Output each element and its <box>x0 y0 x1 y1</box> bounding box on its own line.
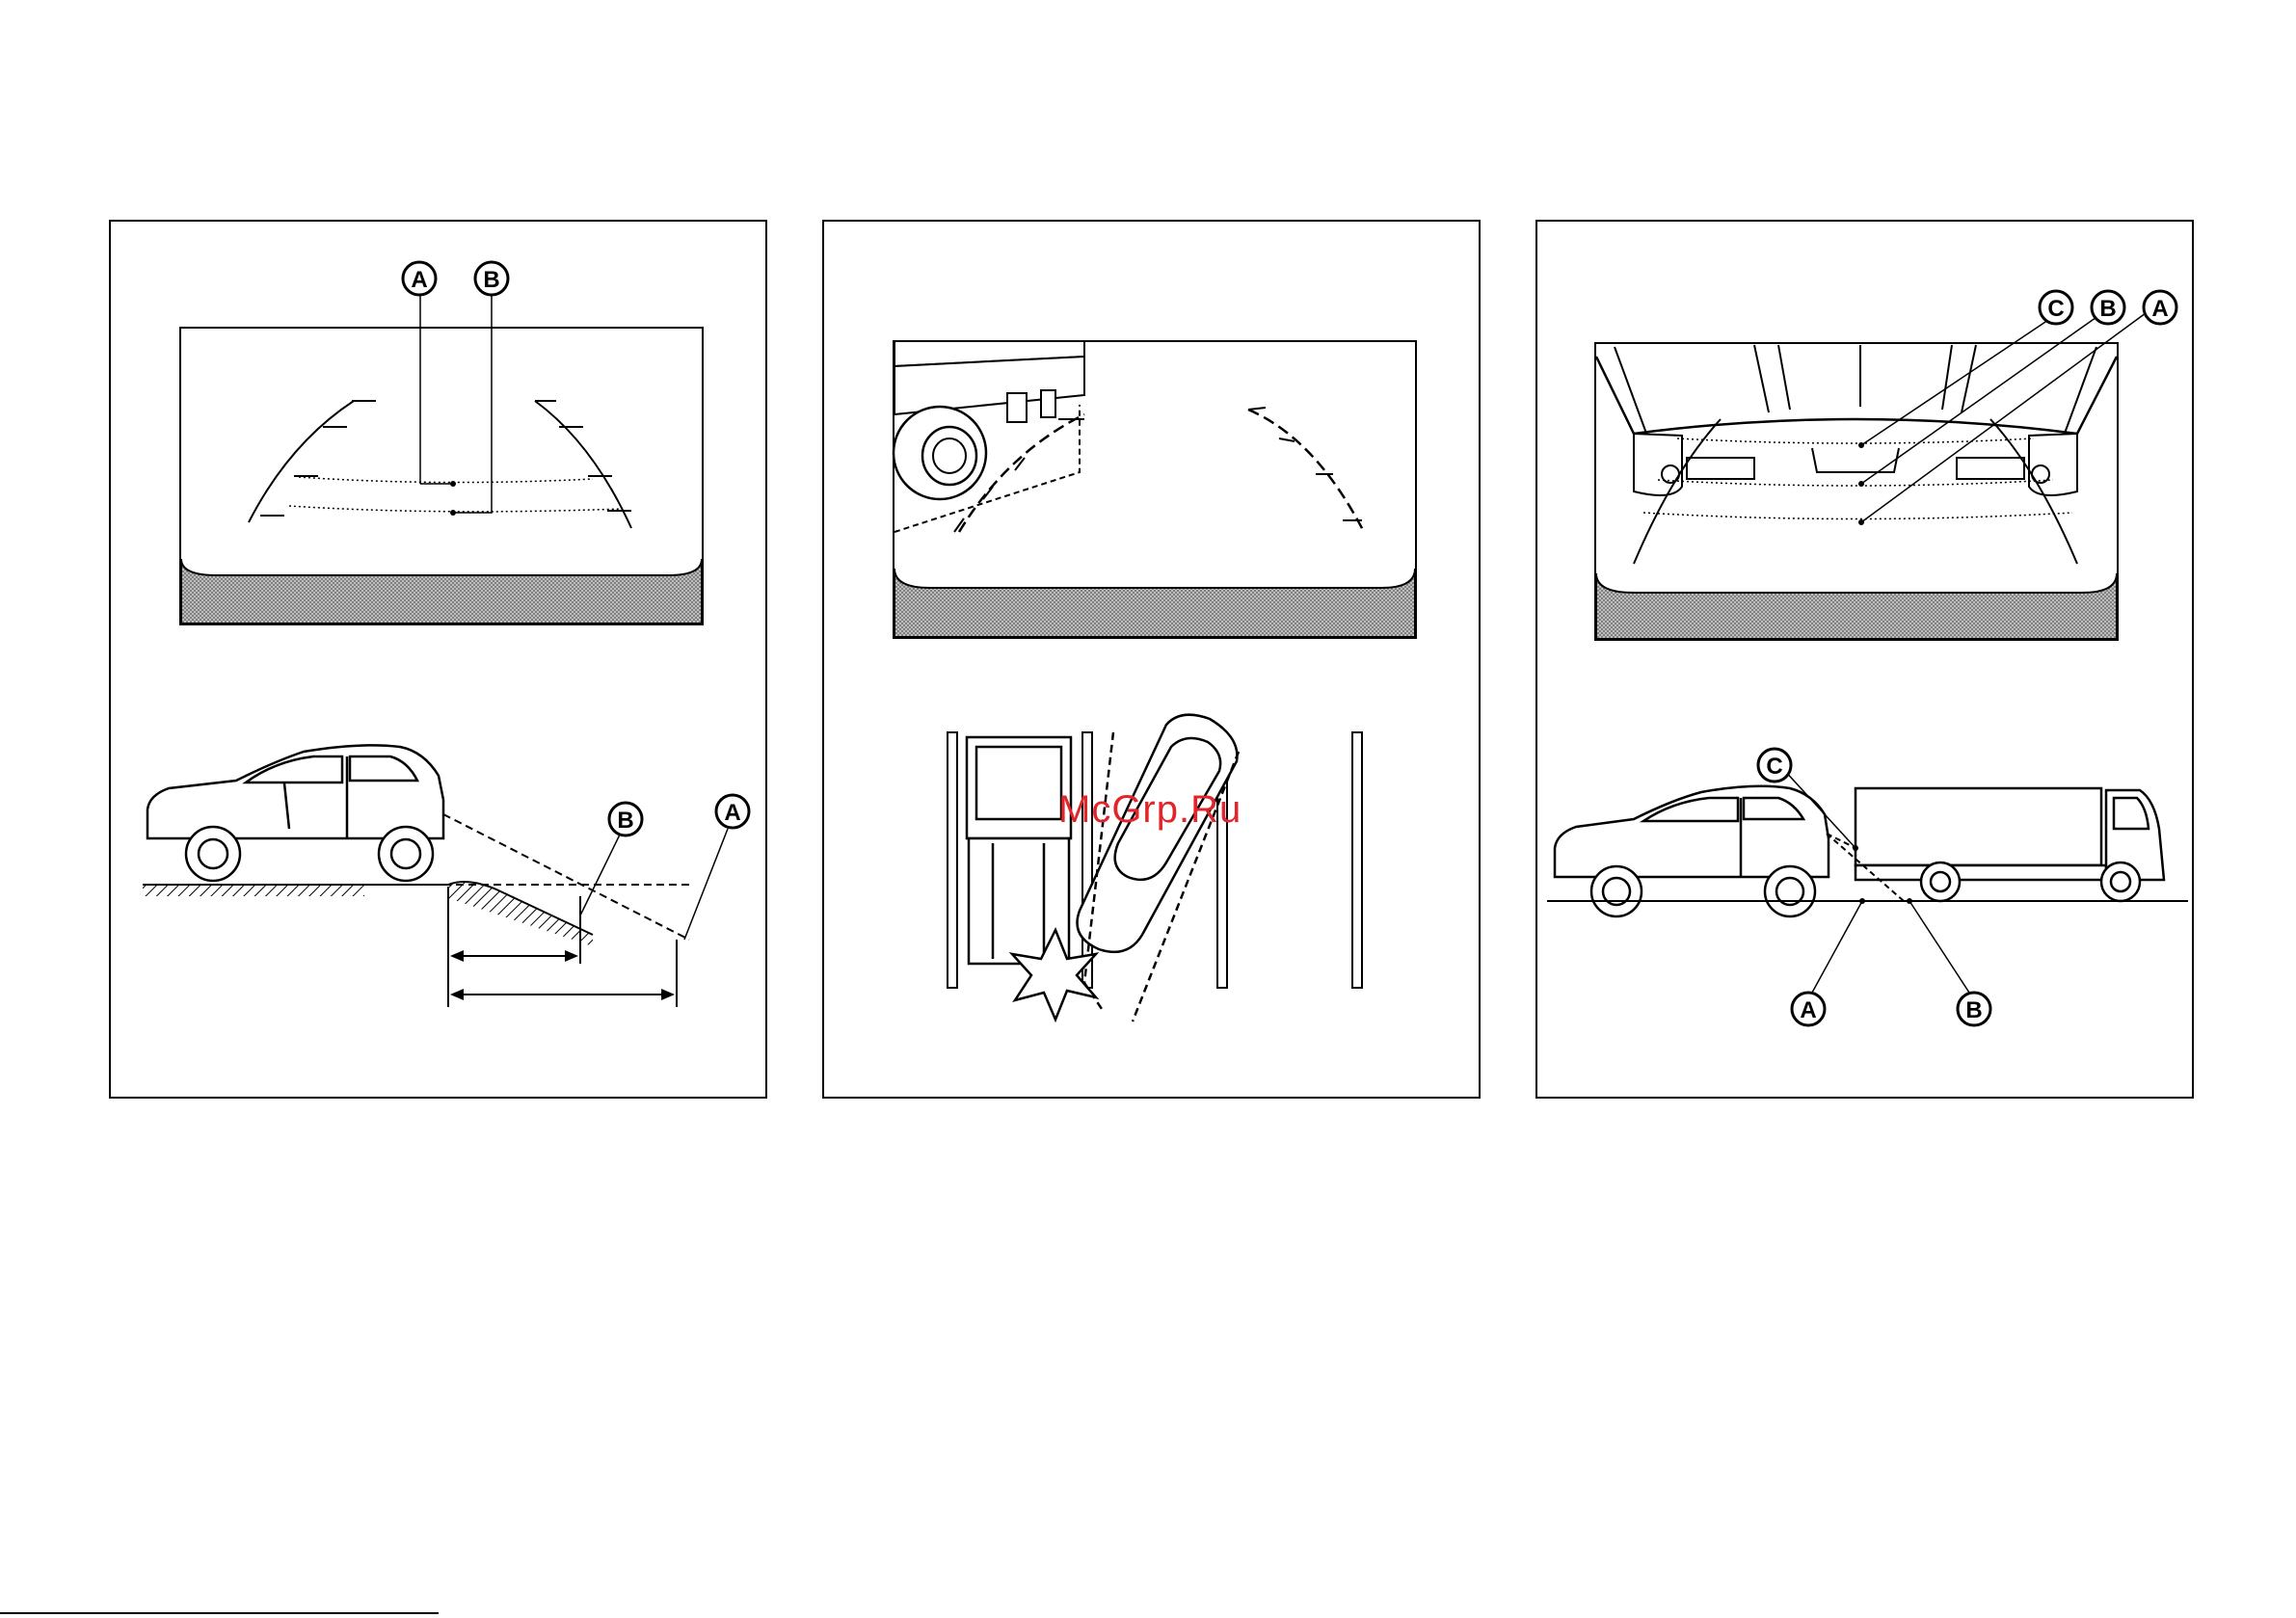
svg-text:C: C <box>1766 754 1782 780</box>
watermark: McGrp.Ru <box>1058 788 1241 832</box>
panel-truck-distance: C B A <box>1535 220 2194 1099</box>
svg-text:B: B <box>1965 997 1982 1023</box>
svg-text:A: A <box>1800 997 1816 1023</box>
truck-side-view <box>1855 788 2164 901</box>
callout-c-ground: C <box>1758 749 1791 782</box>
suv-side-view <box>147 745 443 881</box>
camera-screen-truck-rear <box>1595 310 2149 640</box>
footer-rule <box>0 1612 439 1614</box>
camera-screen-truck <box>894 341 1416 638</box>
parking-diagram <box>824 222 1482 1101</box>
panel-slope-distance: A B <box>109 220 767 1099</box>
svg-text:A: A <box>411 267 427 293</box>
callout-a-top: A <box>2144 291 2176 324</box>
car-top-view-turning <box>1078 715 1240 1021</box>
truck-diagram: C B A <box>1537 222 2196 1101</box>
svg-text:A: A <box>2151 296 2168 322</box>
callout-b-ground: B <box>609 803 642 836</box>
callout-b-top: B <box>2092 291 2124 324</box>
svg-text:B: B <box>2099 296 2116 322</box>
svg-text:B: B <box>483 267 499 293</box>
camera-screen <box>180 272 703 624</box>
callout-b-ground: B <box>1958 993 1990 1025</box>
callout-a-ground: A <box>1792 993 1825 1025</box>
slope-diagram: A B <box>111 222 769 1101</box>
suv-side-view <box>1555 786 1829 916</box>
callout-a-ground: A <box>716 795 749 828</box>
callout-b-top: B <box>475 262 508 295</box>
svg-text:A: A <box>724 800 740 826</box>
callout-c-top: C <box>2040 291 2072 324</box>
panel-parking-collision <box>822 220 1481 1099</box>
svg-text:C: C <box>2047 296 2064 322</box>
svg-text:B: B <box>617 808 633 834</box>
callout-a-top: A <box>403 262 436 295</box>
